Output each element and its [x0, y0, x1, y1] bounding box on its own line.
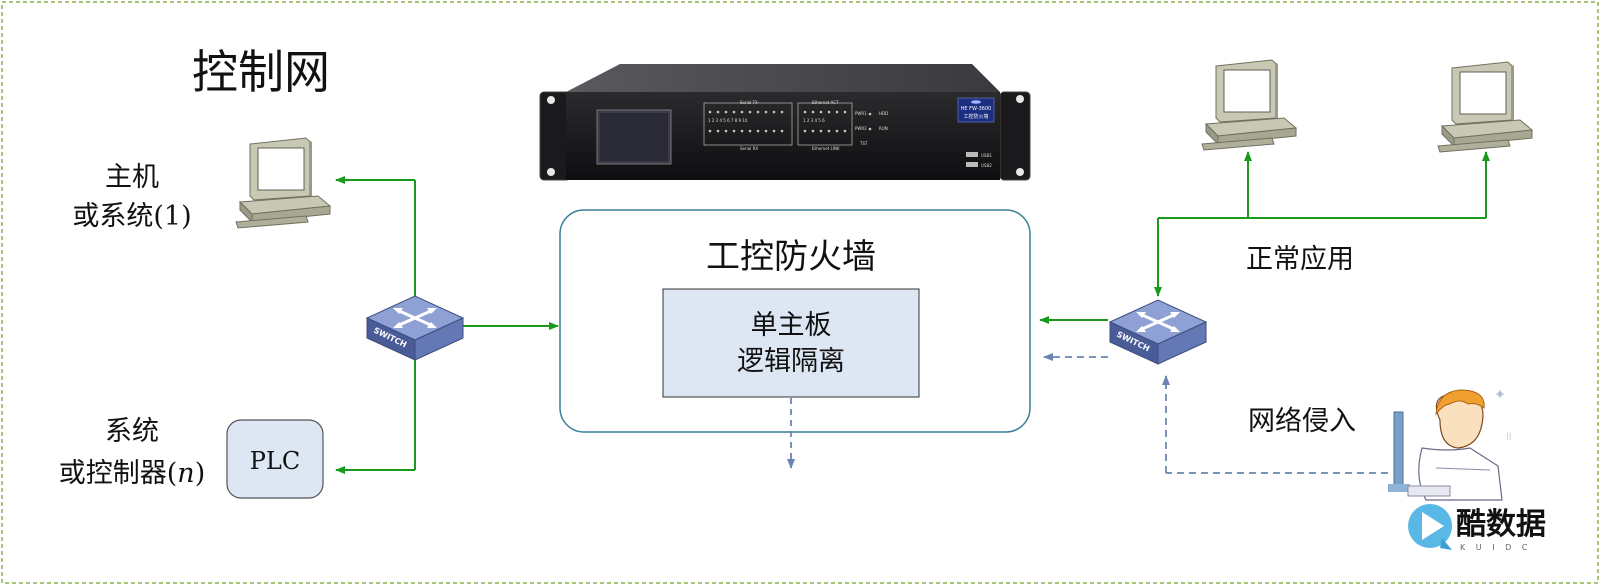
- right-switch-icon: SWITCH: [1108, 299, 1208, 365]
- host-label-line1: 主机: [105, 162, 159, 193]
- serial-tx-label: Serial TX: [740, 100, 758, 105]
- serial-leds: [708, 110, 784, 133]
- plc-box: [226, 419, 324, 499]
- firewall-inner-line2: 逻辑隔离: [737, 346, 845, 377]
- firewall-device-image: Serial TX 1 2 3 4 5 6 7 8 9 10 Serial RX…: [539, 64, 1031, 181]
- controller-label-line1: 系统: [105, 416, 159, 447]
- serial-ports-label: 1 2 3 4 5 6 7 8 9 10: [708, 118, 748, 123]
- tst-label: TST: [859, 141, 868, 146]
- controller-label-line2: 或控制器(n): [59, 458, 205, 489]
- diagram-title: 控制网: [192, 45, 330, 99]
- firewall-title: 工控防火墙: [706, 237, 876, 277]
- intrusion-label: 网络侵入: [1248, 406, 1356, 437]
- host-label-line2: 或系统(1): [72, 201, 191, 232]
- hacker-figure-icon: ll: [1388, 389, 1512, 501]
- usb2-label: USB2: [981, 163, 992, 168]
- usb1-label: USB1: [981, 153, 992, 158]
- watermark-logo: 酷数据 K U I D C: [1408, 504, 1546, 552]
- pwr2-label: PWR2: [855, 126, 867, 131]
- app-computer-icon-2: [1437, 61, 1534, 153]
- firewall-inner-box: [662, 288, 920, 398]
- hdd-label: HDD: [879, 111, 888, 116]
- left-network-lines: [335, 176, 559, 474]
- watermark-sub: K U I D C: [1460, 543, 1531, 552]
- ethernet-act-label: Ethernet ACT: [812, 100, 839, 105]
- ethernet-leds: [803, 110, 847, 133]
- ethernet-link-label: Ethernet LINK: [812, 146, 840, 151]
- svg-text:ll: ll: [1506, 432, 1512, 443]
- serial-rx-label: Serial RX: [740, 146, 758, 151]
- app-computer-icon-1: [1201, 59, 1298, 151]
- pwr1-label: PWR1: [855, 111, 867, 116]
- device-model-cn: 工控防火墙: [963, 113, 988, 120]
- right-network-lines: [1039, 151, 1490, 324]
- normal-app-label: 正常应用: [1246, 244, 1354, 275]
- left-switch-icon: SWITCH: [365, 295, 465, 361]
- firewall-inner-line1: 单主板: [751, 310, 832, 341]
- watermark-name: 酷数据: [1456, 507, 1546, 542]
- device-model: HE FW-3600: [961, 106, 992, 112]
- plc-label: PLC: [250, 447, 300, 475]
- intrusion-lines: [1043, 353, 1388, 474]
- host-computer-icon: [235, 137, 332, 229]
- run-label: RUN: [879, 126, 888, 131]
- ethernet-ports-label: 1 2 3 4 5 6: [803, 118, 825, 123]
